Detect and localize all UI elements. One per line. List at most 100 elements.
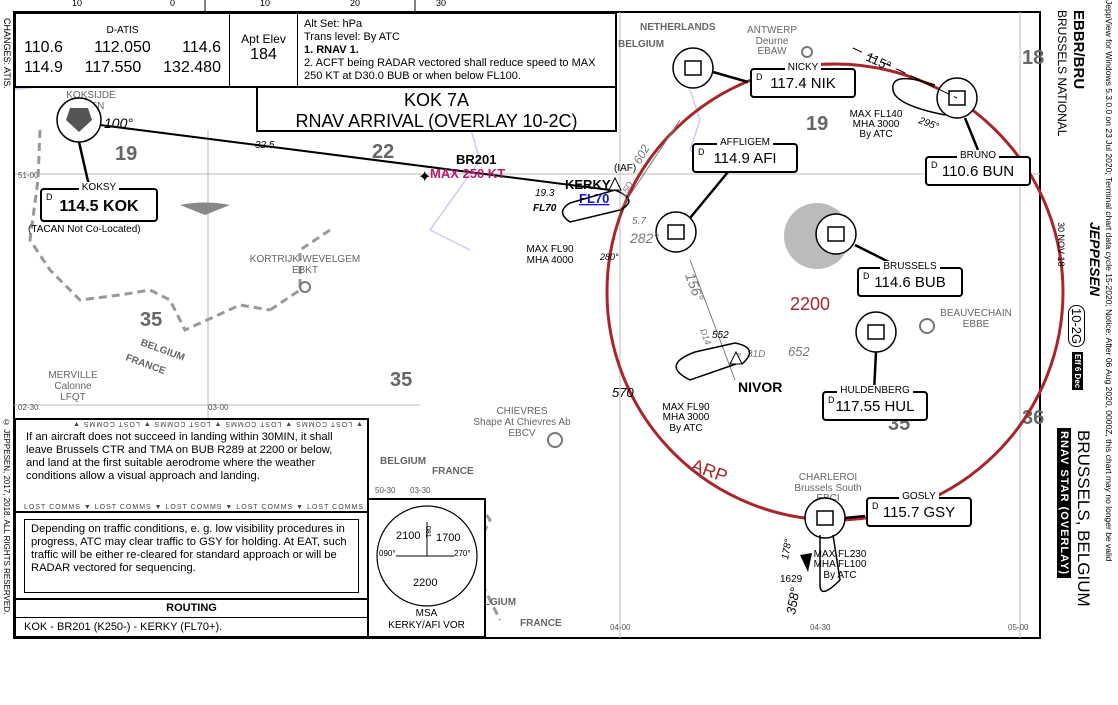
airport-sub: Brussels South bbox=[794, 483, 861, 494]
msa-left-bearing: 090° bbox=[379, 549, 396, 558]
navaid-freq: 117.4 NIK bbox=[770, 75, 836, 92]
routing-label: ROUTING bbox=[16, 600, 367, 618]
radial-line bbox=[689, 259, 736, 381]
vor-dme-icon bbox=[948, 90, 966, 106]
leader-line bbox=[844, 514, 866, 520]
grid-mora: 35 bbox=[390, 369, 412, 391]
holding-pattern-gosly bbox=[819, 534, 841, 593]
navaid-box-koksy[interactable]: D KOKSY 114.5 KOK bbox=[40, 182, 158, 222]
procedure-type: RNAV ARRIVAL (OVERLAY 10-2C) bbox=[295, 111, 578, 131]
radial-label: 652 bbox=[788, 344, 810, 359]
grid-label: 02-30 bbox=[18, 403, 39, 412]
grid-label: 03-30 bbox=[410, 486, 431, 495]
speed-restriction: MAX 250 KT bbox=[430, 166, 505, 181]
leader-line bbox=[712, 70, 749, 84]
scale-tick: 10 bbox=[260, 0, 270, 8]
border-label-france: FRANCE bbox=[124, 352, 167, 377]
lost-comms-tag: LOST COMMS bbox=[153, 420, 211, 427]
fix-triangle-icon bbox=[608, 176, 622, 191]
dme-label: 5.7 bbox=[632, 216, 646, 227]
airport-name: MERVILLE bbox=[48, 370, 98, 381]
validity-notice: JeppView for Windows 5.3.0.0 on 23 Jul 2… bbox=[1104, 0, 1114, 562]
navaid-box-nicky[interactable]: D NICKY 117.4 NIK bbox=[750, 62, 856, 98]
dme-label: D14 bbox=[698, 327, 713, 346]
routing-text: KOK - BR201 (K250-) - KERKY (FL70+). bbox=[24, 621, 223, 633]
changes-note: CHANGES: ATIS. bbox=[2, 18, 12, 89]
hold-note: By ATC bbox=[669, 423, 702, 434]
msa-top-bearing: 081 bbox=[424, 526, 431, 538]
tacan-icon bbox=[66, 108, 92, 132]
grid-mora: 19 bbox=[115, 143, 137, 165]
radial-label: 570 bbox=[612, 385, 634, 400]
border-label-netherlands: NETHERLANDS bbox=[640, 22, 716, 33]
navaid-name: BRUSSELS bbox=[880, 261, 940, 272]
traffic-note-box: Depending on traffic conditions, e. g. l… bbox=[14, 511, 369, 600]
lost-comms-tag: LOST COMMS bbox=[295, 420, 353, 427]
dme-indicator: D bbox=[756, 72, 763, 82]
scale-tick: 10 bbox=[72, 0, 82, 8]
holding-pattern-bruno bbox=[892, 77, 946, 116]
hold-note: MAX FL90 bbox=[662, 402, 710, 413]
hold-note: MAX FL140 bbox=[850, 109, 903, 120]
border-label-belgium: BELGIUM bbox=[618, 39, 664, 50]
dme-indicator: D bbox=[863, 271, 870, 281]
airport-name: CHARLEROI bbox=[799, 472, 857, 483]
radial-label: 552 bbox=[712, 330, 729, 341]
arp-altitude: 2200 bbox=[790, 294, 830, 314]
distance-scale bbox=[80, 0, 416, 13]
airport-name: BEAUVECHAIN bbox=[940, 308, 1012, 319]
border-label-belgium: BELGIUM bbox=[470, 597, 516, 608]
navaid-box-bruno[interactable]: D BRUNO 110.6 BUN bbox=[925, 150, 1031, 186]
navaid-name: NICKY bbox=[784, 62, 822, 73]
hold-note: MAX FL230 bbox=[814, 549, 867, 560]
navaid-box-brussels[interactable]: D BRUSSELS 114.6 BUB bbox=[857, 261, 963, 297]
airport-sub: Shape At Chievres Ab bbox=[473, 417, 571, 428]
hold-course: 178° bbox=[780, 538, 794, 560]
navaid-name: GOSLY bbox=[899, 491, 939, 502]
grid-mora: 18 bbox=[1022, 47, 1044, 69]
atis-freq: 112.050 bbox=[94, 39, 151, 56]
dme-indicator: D bbox=[46, 192, 53, 202]
obstacle-icon bbox=[800, 553, 812, 572]
grid-mora: 35 bbox=[140, 309, 162, 331]
navaid-name: AFFLIGEM bbox=[716, 137, 773, 148]
navaid-box-huldenberg[interactable]: D HULDENBERG 117.55 HUL bbox=[822, 385, 928, 421]
vor-dme-icon bbox=[867, 324, 885, 340]
airport-icao: EBBE bbox=[963, 319, 990, 330]
navaid-box-gosly[interactable]: D GOSLY 115.7 GSY bbox=[866, 491, 972, 527]
navaid-freq: 114.9 AFI bbox=[713, 150, 777, 167]
atis-freq: 117.550 bbox=[84, 59, 142, 76]
vor-dme-icon bbox=[667, 224, 685, 240]
vor-dme-icon bbox=[684, 60, 702, 76]
navaid-box-affligem[interactable]: D AFFLIGEM 114.9 AFI bbox=[692, 137, 798, 173]
border-label-belgium: BELGIUM bbox=[380, 456, 426, 467]
holding-pattern-kerky bbox=[561, 189, 630, 223]
chart-date: 30 NOV 18 bbox=[1056, 222, 1066, 267]
airport-icao: EBAW bbox=[757, 46, 787, 57]
route-distance: 19.3 bbox=[535, 188, 555, 199]
grid-label: 04-30 bbox=[810, 623, 831, 632]
fix-nivor: NIVOR bbox=[738, 379, 782, 395]
dme-indicator: D bbox=[931, 160, 938, 170]
lost-comms-border-top: ▼ LOST COMMS ▼ LOST COMMS ▼ LOST COMMS ▼… bbox=[72, 420, 363, 427]
hold-note: MHA 3000 bbox=[663, 412, 710, 423]
airport-symbols bbox=[299, 46, 935, 448]
border-label-france: FRANCE bbox=[432, 466, 474, 477]
jeppesen-logo: JEPPESEN bbox=[1087, 222, 1103, 296]
leader-line bbox=[689, 171, 729, 219]
dme-indicator: D bbox=[872, 501, 879, 511]
inbound-course bbox=[852, 47, 958, 99]
hold-note: By ATC bbox=[823, 570, 856, 581]
navaid-name: BRUNO bbox=[956, 150, 1000, 161]
note-speed: 2. ACFT being RADAR vectored shall reduc… bbox=[304, 57, 596, 82]
grid-mora: 19 bbox=[806, 113, 828, 135]
airbase-wings-icon bbox=[180, 202, 230, 215]
airport-name: KORTRIJK-WEVELGEM bbox=[250, 254, 360, 265]
grid-label: 51-00 bbox=[18, 171, 39, 180]
grid-label: 50-30 bbox=[375, 486, 396, 495]
lost-comms-box: ▼ LOST COMMS ▼ LOST COMMS ▼ LOST COMMS ▼… bbox=[14, 418, 369, 513]
navaid-freq: 115.7 GSY bbox=[882, 504, 956, 521]
grid-label: 05-00 bbox=[1008, 623, 1029, 632]
